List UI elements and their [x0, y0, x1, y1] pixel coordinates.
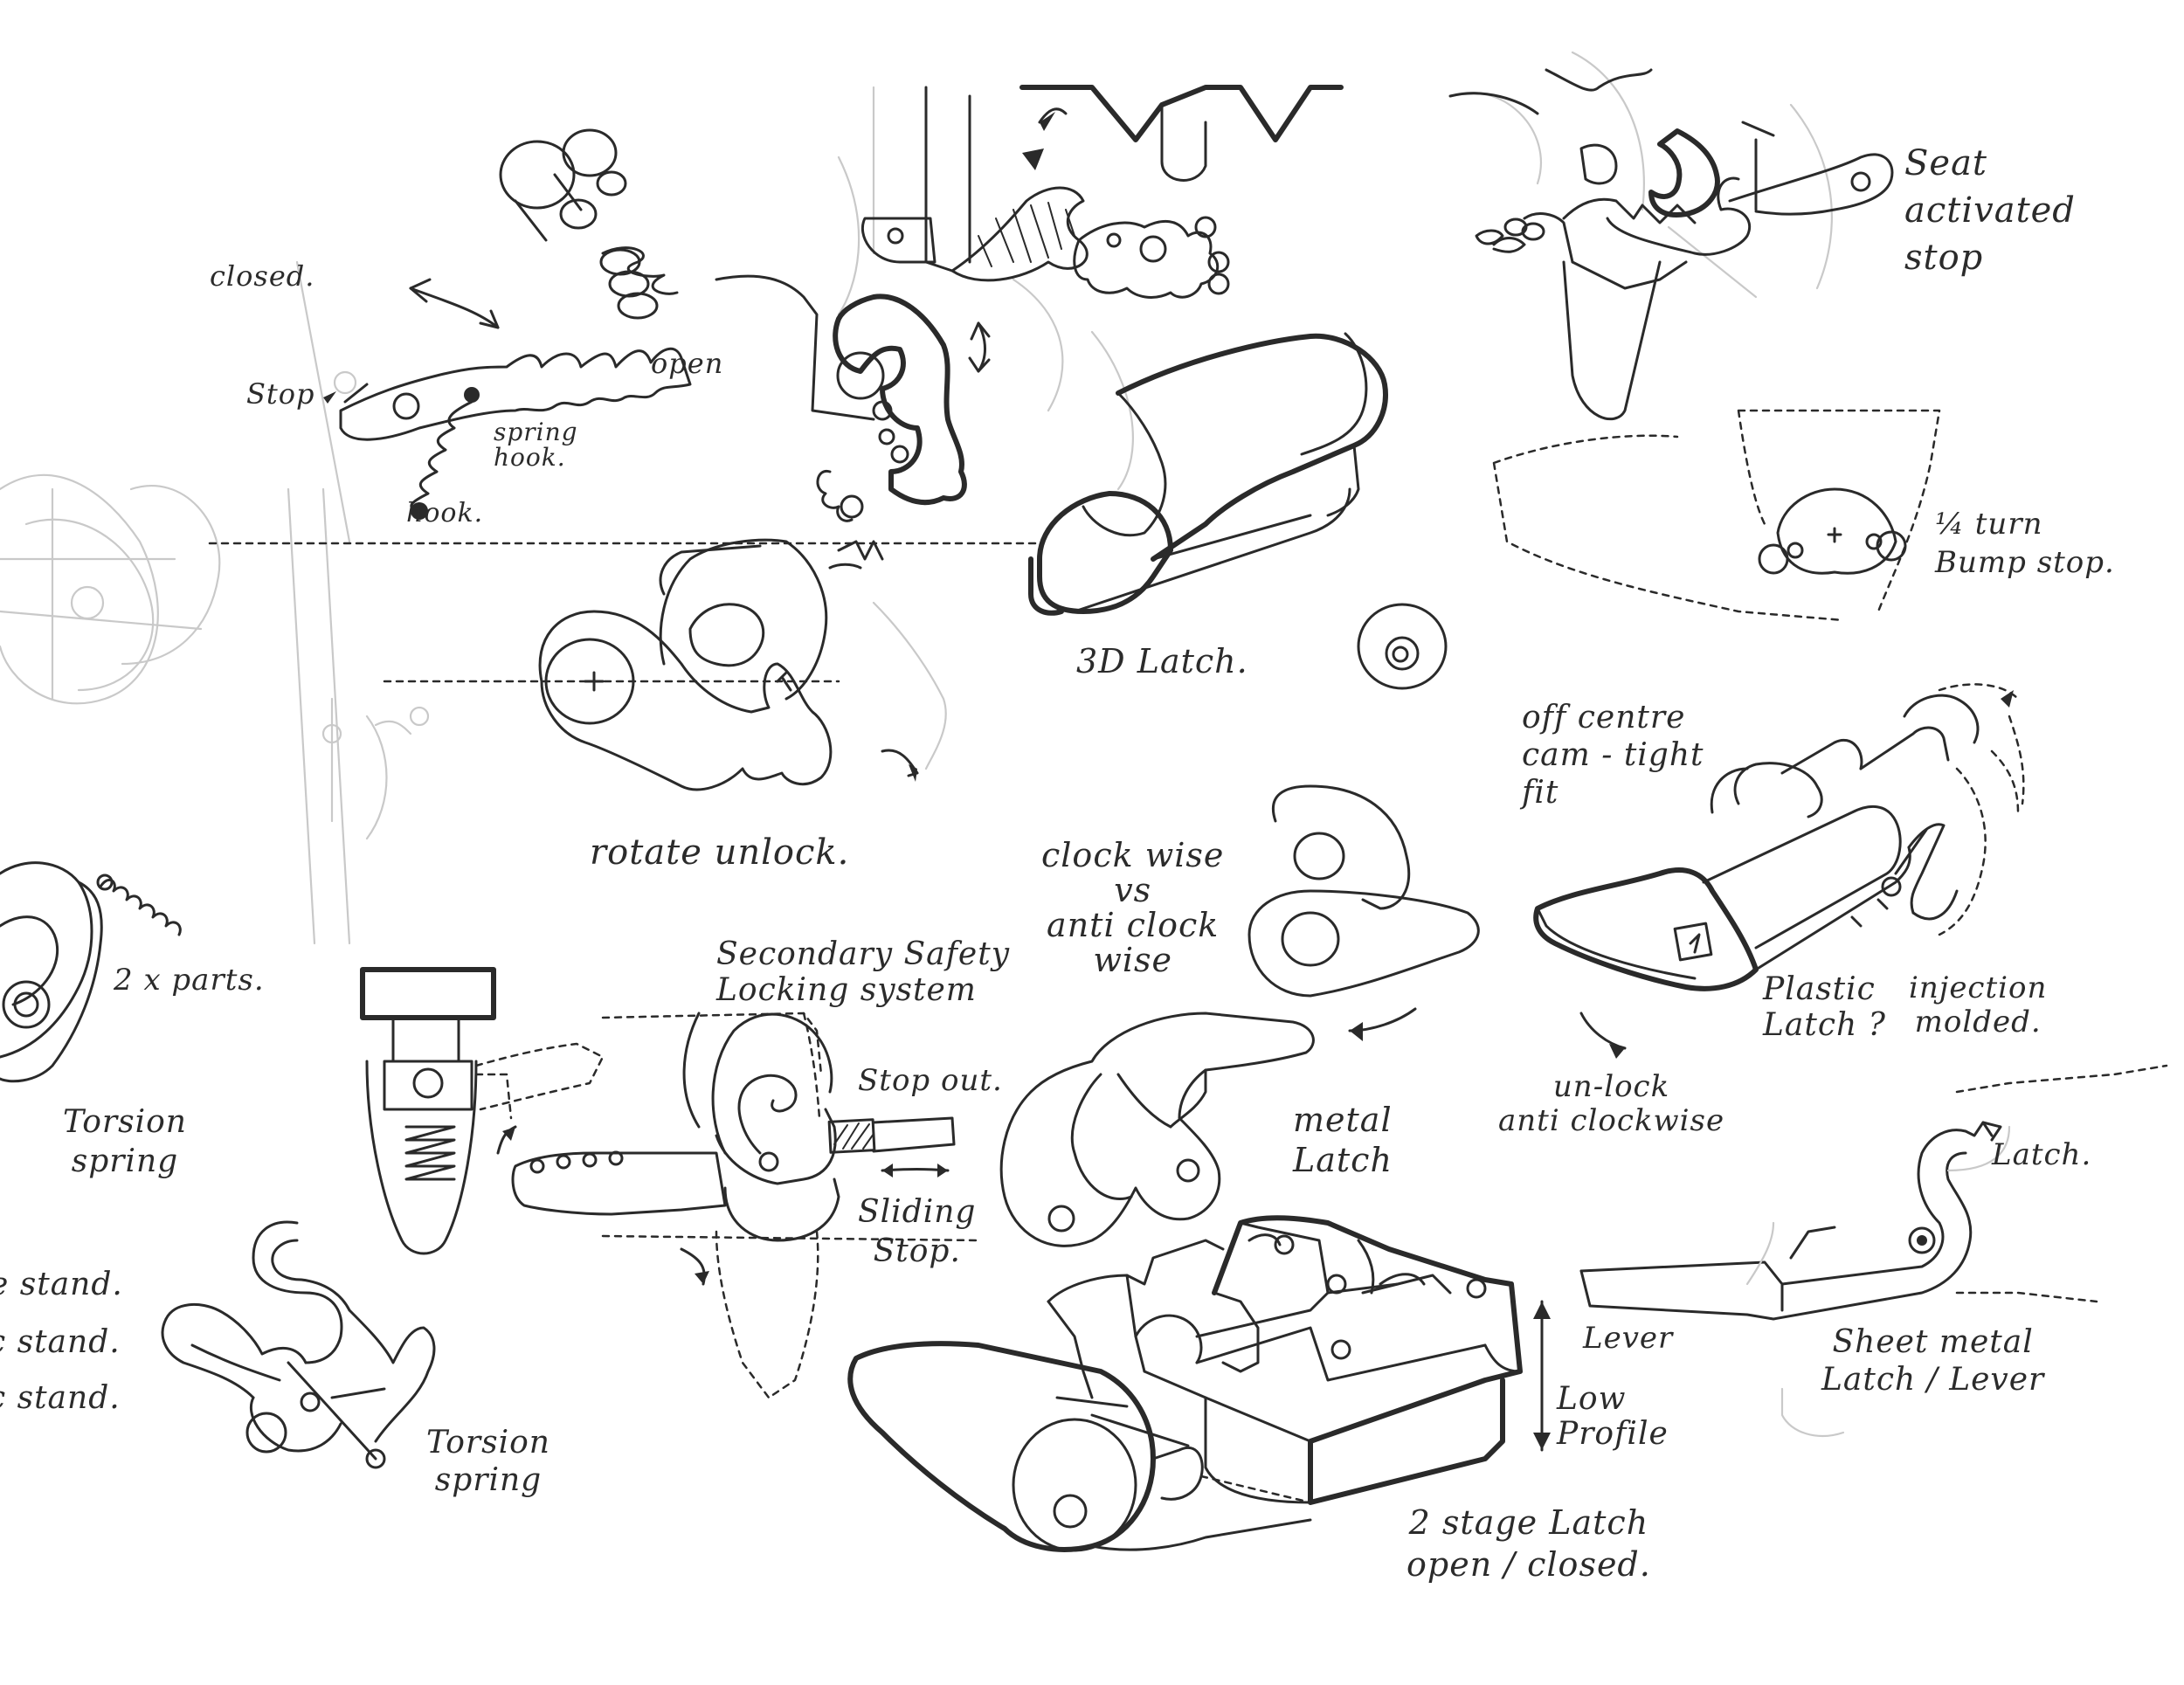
- label-two-parts: 2 x parts.: [114, 963, 265, 998]
- secondary-safety-latch-sketch: [511, 1012, 980, 1399]
- 3d-latch-sketch: [1028, 332, 1448, 690]
- label-open: open: [651, 347, 724, 380]
- label-stand-3: c stand.: [0, 1380, 121, 1416]
- clockwise-latch-sketch: [1248, 784, 1480, 1041]
- label-stop-out: Stop out.: [858, 1063, 1003, 1098]
- plastic-latch-sketch: [1533, 683, 2025, 991]
- clevis-torsion-sketch: [360, 967, 605, 1255]
- label-stand-2: c stand.: [0, 1324, 121, 1360]
- metal-latch-sketch: [999, 1012, 1315, 1247]
- label-secondary-safety: Secondary Safety Locking system: [716, 936, 1011, 1009]
- seat-activated-stop-sketch: [1448, 68, 1894, 420]
- sheet-metal-latch-lever-sketch: [1579, 1064, 2168, 1437]
- label-quarter-turn-bump-stop: ¼ turn Bump stop.: [1935, 507, 2115, 581]
- label-closed: closed.: [210, 259, 315, 293]
- annotation-arrows: [374, 720, 1627, 1059]
- faint-pencil-sketch-top: [837, 51, 1833, 491]
- s-hook-torsion-sketch: [161, 1220, 436, 1469]
- label-spring-hook: spring hook.: [494, 418, 578, 473]
- label-clockwise-vs-anticlockwise: clock wise vs anti clock wise: [1041, 836, 1225, 979]
- serrated-latch-sketch: [295, 260, 692, 543]
- label-latch: Latch.: [1992, 1137, 2092, 1172]
- quarter-turn-bump-stop-sketch: [1492, 409, 1941, 622]
- label-sheet-metal-latch-lever: Sheet metal Latch / Lever: [1821, 1324, 2045, 1398]
- label-3d-latch: 3D Latch.: [1076, 642, 1248, 680]
- label-rotate-unlock: rotate unlock.: [590, 832, 850, 873]
- label-hook: hook.: [406, 498, 484, 528]
- label-two-stage-latch: 2 stage Latch open / closed.: [1406, 1503, 1651, 1584]
- two-stage-latch-sketch: [847, 1215, 1551, 1552]
- label-sliding-stop: Sliding Stop.: [858, 1194, 977, 1269]
- label-torsion-spring-2: Torsion spring: [426, 1425, 550, 1499]
- label-stand-1: e stand.: [0, 1267, 123, 1302]
- label-low-profile: Low Profile: [1557, 1381, 1669, 1452]
- label-seat-activated-stop: Seat activated stop: [1904, 143, 2076, 278]
- label-off-centre-cam: off centre cam - tight fit: [1522, 700, 1704, 811]
- label-lever: Lever: [1583, 1321, 1674, 1356]
- hook-latch-mechanism-sketch: [715, 85, 1344, 522]
- faint-pencil-sketch-left: [0, 473, 430, 945]
- label-metal-latch: metal Latch: [1293, 1101, 1393, 1179]
- spring-cylinder-sketch: [499, 128, 679, 320]
- rotate-unlock-latch-sketch: [208, 538, 1041, 791]
- label-injection-molded: injection molded.: [1909, 970, 2048, 1040]
- label-unlock-anticlockwise: un-lock anti clockwise: [1498, 1069, 1725, 1139]
- label-torsion-spring-1: Torsion spring: [63, 1104, 187, 1179]
- label-stop: Stop: [246, 377, 315, 411]
- torsion-spring-partial-sketch: [0, 861, 182, 1083]
- label-plastic-latch: Plastic Latch ?: [1763, 971, 1886, 1044]
